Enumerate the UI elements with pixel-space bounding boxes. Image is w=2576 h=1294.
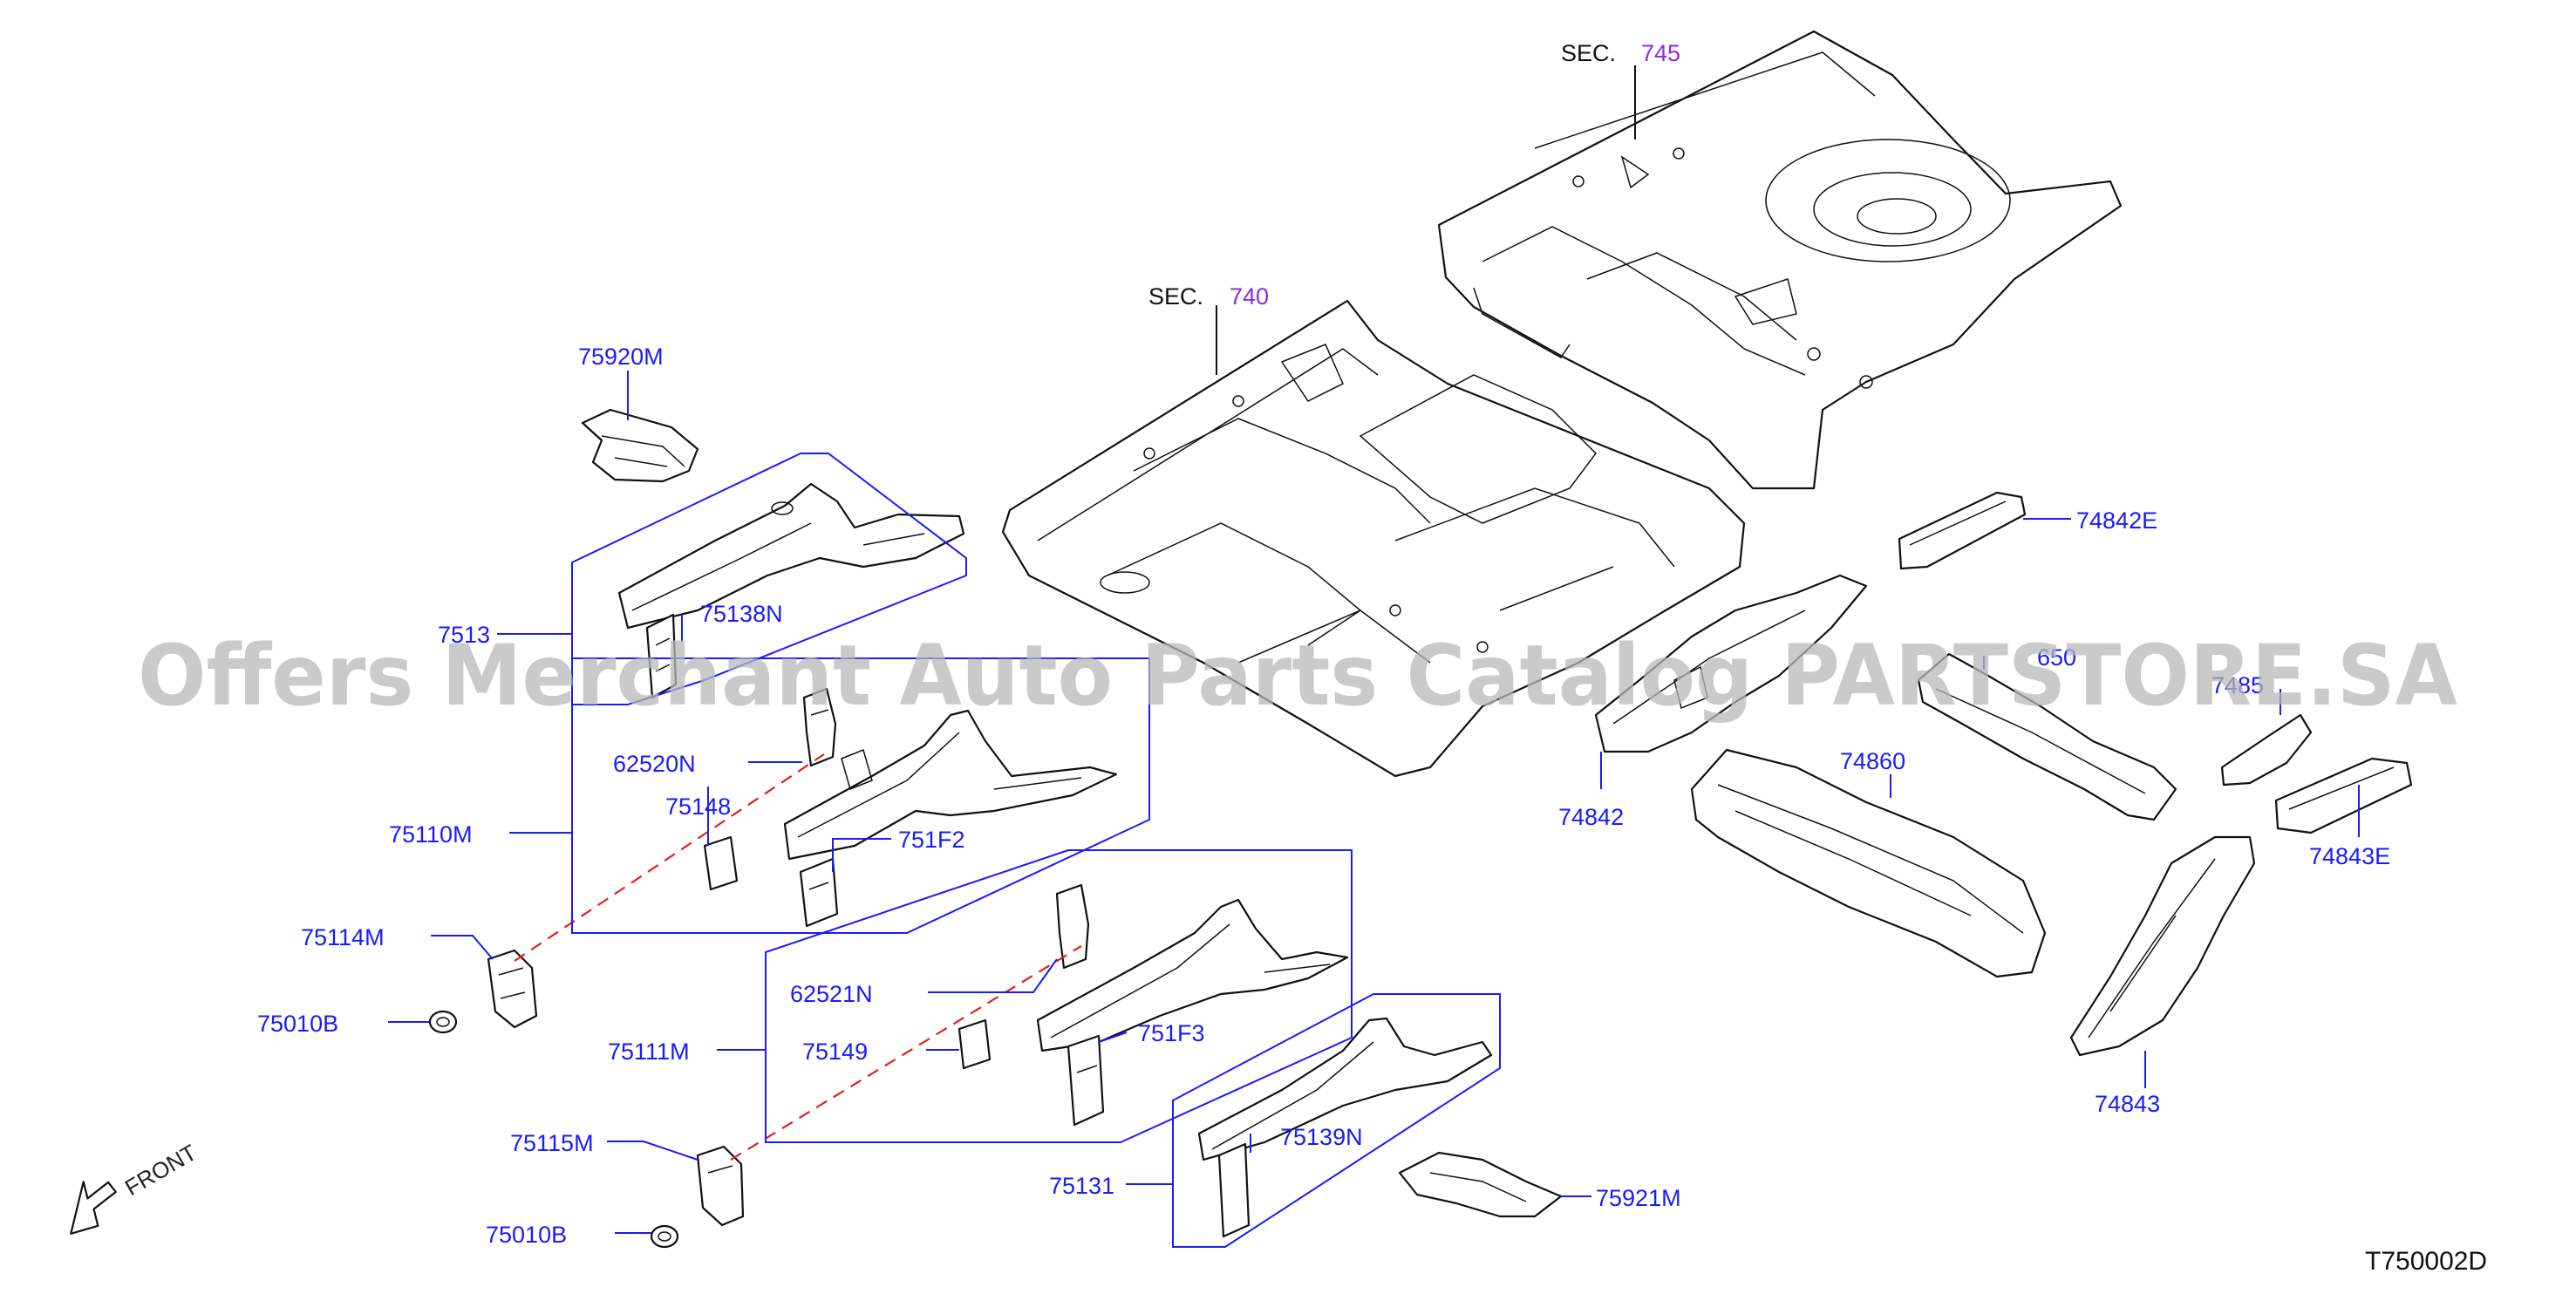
- label-75131[interactable]: 75131: [1049, 1173, 1114, 1199]
- part-74843E-member[interactable]: [2274, 757, 2413, 834]
- front-floor-panel[interactable]: [1001, 299, 1746, 778]
- part-650-member[interactable]: [1917, 652, 2177, 821]
- label-75148[interactable]: 75148: [665, 793, 731, 820]
- part-751F2-bracket[interactable]: [799, 857, 839, 928]
- label-74843E[interactable]: 74843E: [2309, 843, 2390, 869]
- label-75115M[interactable]: 75115M: [510, 1130, 594, 1156]
- sec-745-prefix: SEC.: [1561, 40, 1616, 66]
- diagram-code: T750002D: [2365, 1247, 2487, 1276]
- part-75149-bracket[interactable]: [957, 1018, 992, 1070]
- part-75110M-side-member[interactable]: [783, 709, 1118, 861]
- group-bracket-75110M: [571, 657, 1150, 934]
- leader-lines: [388, 65, 2360, 1234]
- label-7513x[interactable]: 7513: [438, 622, 490, 648]
- alignment-line-lower: [730, 945, 1082, 1161]
- part-75148-bracket[interactable]: [703, 835, 739, 891]
- sec-740-prefix: SEC.: [1148, 283, 1203, 310]
- part-7513x-rail[interactable]: [617, 482, 965, 630]
- group-bracket-7513x: [571, 453, 967, 705]
- label-75139N[interactable]: 75139N: [1280, 1124, 1363, 1150]
- sec-745-number[interactable]: 745: [1641, 40, 1680, 66]
- watermark-text: Offers Merchant Auto Parts Catalog PARTS…: [138, 627, 2457, 725]
- front-label: FRONT: [120, 1139, 201, 1201]
- part-75114M-bracket[interactable]: [487, 949, 538, 1029]
- part-62521N-bracket[interactable]: [1055, 883, 1090, 970]
- part-75115M-bracket[interactable]: [696, 1145, 745, 1227]
- rear-floor-panel[interactable]: [1437, 30, 2123, 490]
- label-74842[interactable]: 74842: [1558, 804, 1624, 830]
- part-75138N-bracket[interactable]: [645, 613, 678, 699]
- label-75110M[interactable]: 75110M: [389, 821, 473, 848]
- part-74842-member[interactable]: [1594, 574, 1868, 753]
- label-62520N[interactable]: 62520N: [613, 751, 696, 777]
- label-75138N[interactable]: 75138N: [700, 601, 783, 627]
- label-75010B-lower[interactable]: 75010B: [486, 1222, 567, 1248]
- alignment-line-upper: [514, 753, 825, 962]
- label-75010B-upper[interactable]: 75010B: [257, 1011, 338, 1037]
- label-7485x[interactable]: 7485: [2211, 672, 2264, 698]
- part-75921M-bracket[interactable]: [1398, 1151, 1563, 1218]
- part-75920M-bracket[interactable]: [581, 408, 699, 483]
- part-62520N-bracket[interactable]: [802, 687, 837, 767]
- label-74842E[interactable]: 74842E: [2076, 507, 2157, 534]
- label-751F2[interactable]: 751F2: [898, 827, 965, 853]
- label-751F3[interactable]: 751F3: [1138, 1020, 1205, 1046]
- part-75111M-side-member[interactable]: [1036, 898, 1349, 1052]
- label-75111M[interactable]: 75111M: [608, 1039, 690, 1065]
- part-751F3-bracket[interactable]: [1067, 1034, 1105, 1127]
- sec-740-number[interactable]: 740: [1230, 283, 1269, 310]
- group-bracket-75131: [1172, 993, 1501, 1248]
- label-75149[interactable]: 75149: [802, 1039, 868, 1065]
- part-74843-member[interactable]: [2069, 835, 2256, 1057]
- part-75139N-bracket[interactable]: [1217, 1142, 1251, 1238]
- label-75920M[interactable]: 75920M: [578, 344, 664, 370]
- front-arrow-icon: [70, 1181, 117, 1235]
- label-75114M[interactable]: 75114M: [301, 924, 385, 950]
- part-7485x-bracket[interactable]: [2220, 713, 2313, 787]
- part-75010B-nut-lower[interactable]: [650, 1224, 679, 1249]
- part-75131-rail[interactable]: [1197, 1017, 1493, 1161]
- group-bracket-75111M: [765, 849, 1353, 1143]
- label-650[interactable]: 650: [2037, 644, 2076, 671]
- label-75921M[interactable]: 75921M: [1596, 1185, 1681, 1211]
- part-74860-crossmember[interactable]: [1690, 748, 2047, 978]
- front-arrow: FRONT: [70, 1139, 201, 1235]
- part-75010B-nut-upper[interactable]: [428, 1010, 458, 1034]
- label-74860[interactable]: 74860: [1840, 748, 1905, 774]
- label-62521N[interactable]: 62521N: [790, 981, 873, 1007]
- label-74843[interactable]: 74843: [2095, 1091, 2160, 1117]
- part-74842E-member[interactable]: [1898, 491, 2027, 570]
